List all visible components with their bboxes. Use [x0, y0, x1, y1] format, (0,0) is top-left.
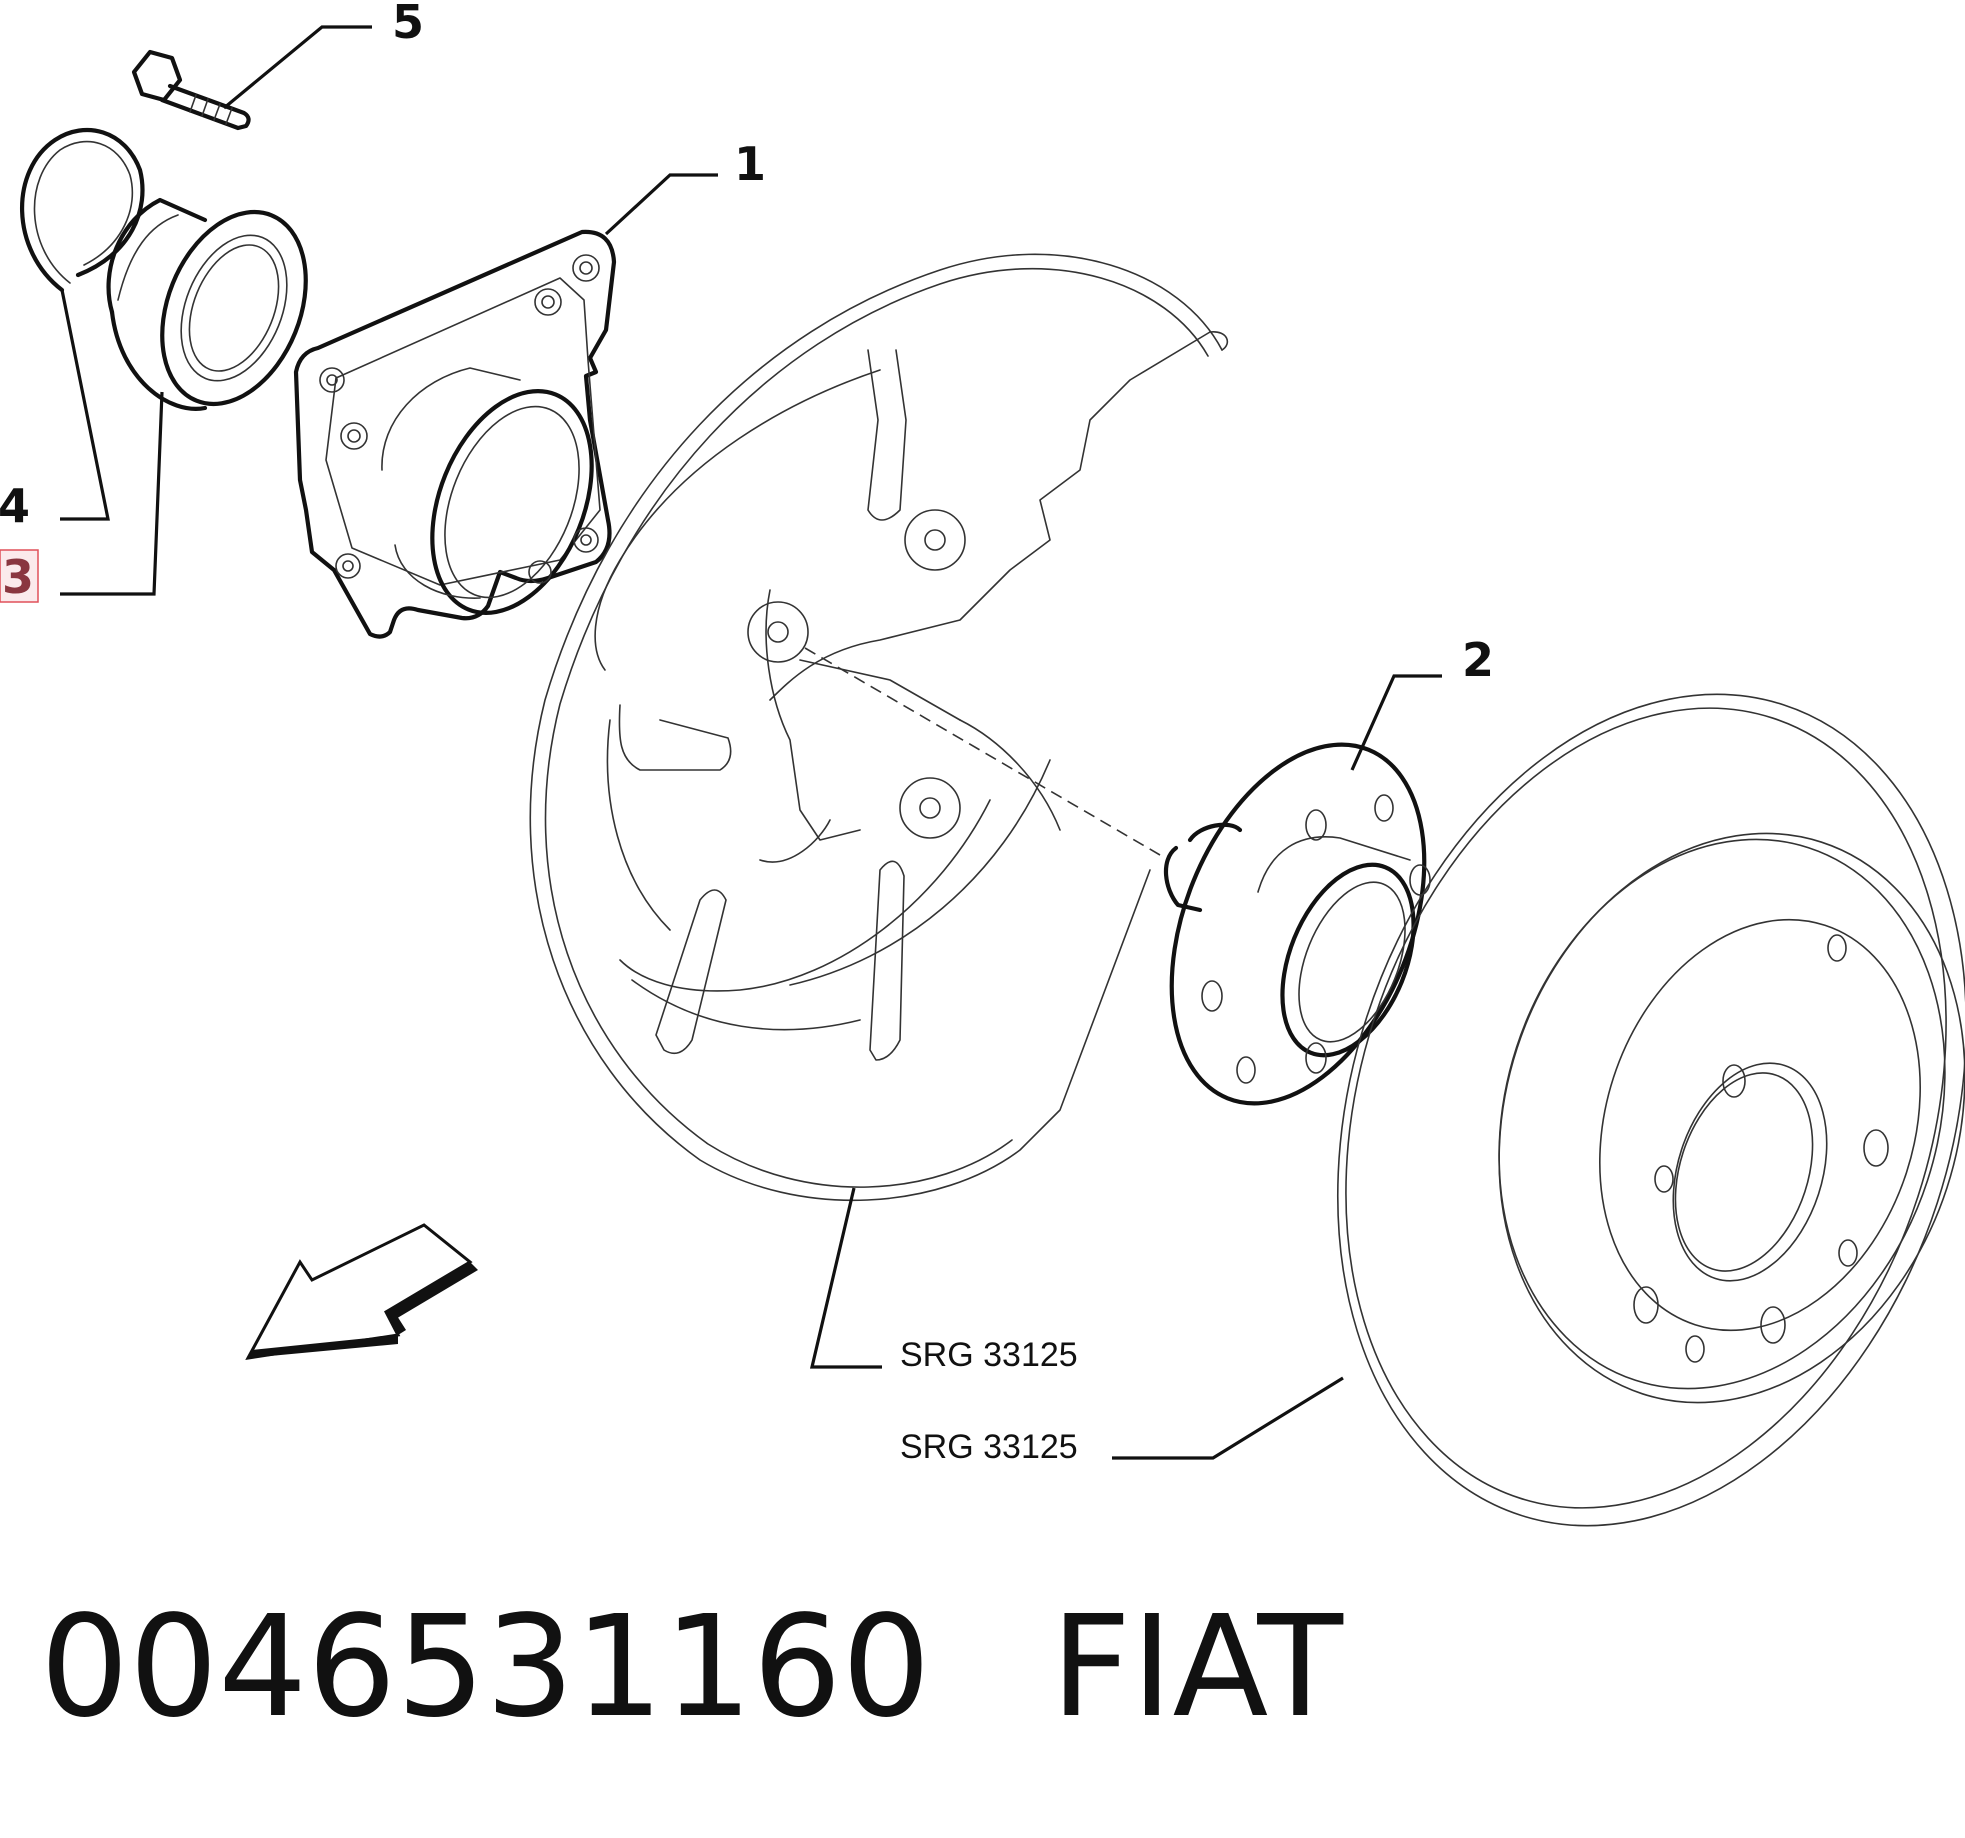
leader-line-backing-plate — [809, 1187, 882, 1369]
wheel-hub-part-2 — [1163, 742, 1431, 1106]
wheel-bearing-part-3 — [106, 197, 308, 411]
reference-label-backing-plate: SRG 33125 — [900, 1336, 1078, 1374]
backing-plate — [529, 253, 1229, 1202]
leader-line-4 — [60, 289, 110, 521]
reference-label-brake-disc: SRG 33125 — [900, 1428, 1078, 1466]
leader-line-2 — [1350, 674, 1442, 771]
leader-line-5 — [222, 25, 372, 110]
leader-line-3 — [60, 391, 164, 596]
leader-line-brake-disc — [1112, 1376, 1344, 1460]
bolt-part-5 — [131, 49, 251, 131]
callout-2: 2 — [1462, 633, 1494, 687]
bearing-housing-part-1 — [293, 229, 617, 639]
callout-3: 3 — [2, 550, 34, 604]
part-number: 0046531160 — [40, 1586, 931, 1749]
callout-4: 4 — [0, 479, 30, 533]
brake-disc — [1336, 693, 1965, 1527]
callout-5: 5 — [392, 0, 424, 49]
direction-arrow — [245, 1223, 478, 1360]
axis-dashed-line — [804, 647, 1161, 856]
leader-line-1 — [604, 173, 718, 236]
callout-1: 1 — [734, 137, 766, 191]
snap-ring-part-4 — [20, 127, 145, 293]
brand-name: FIAT — [1050, 1586, 1343, 1749]
callout-3-highlight — [0, 549, 39, 603]
